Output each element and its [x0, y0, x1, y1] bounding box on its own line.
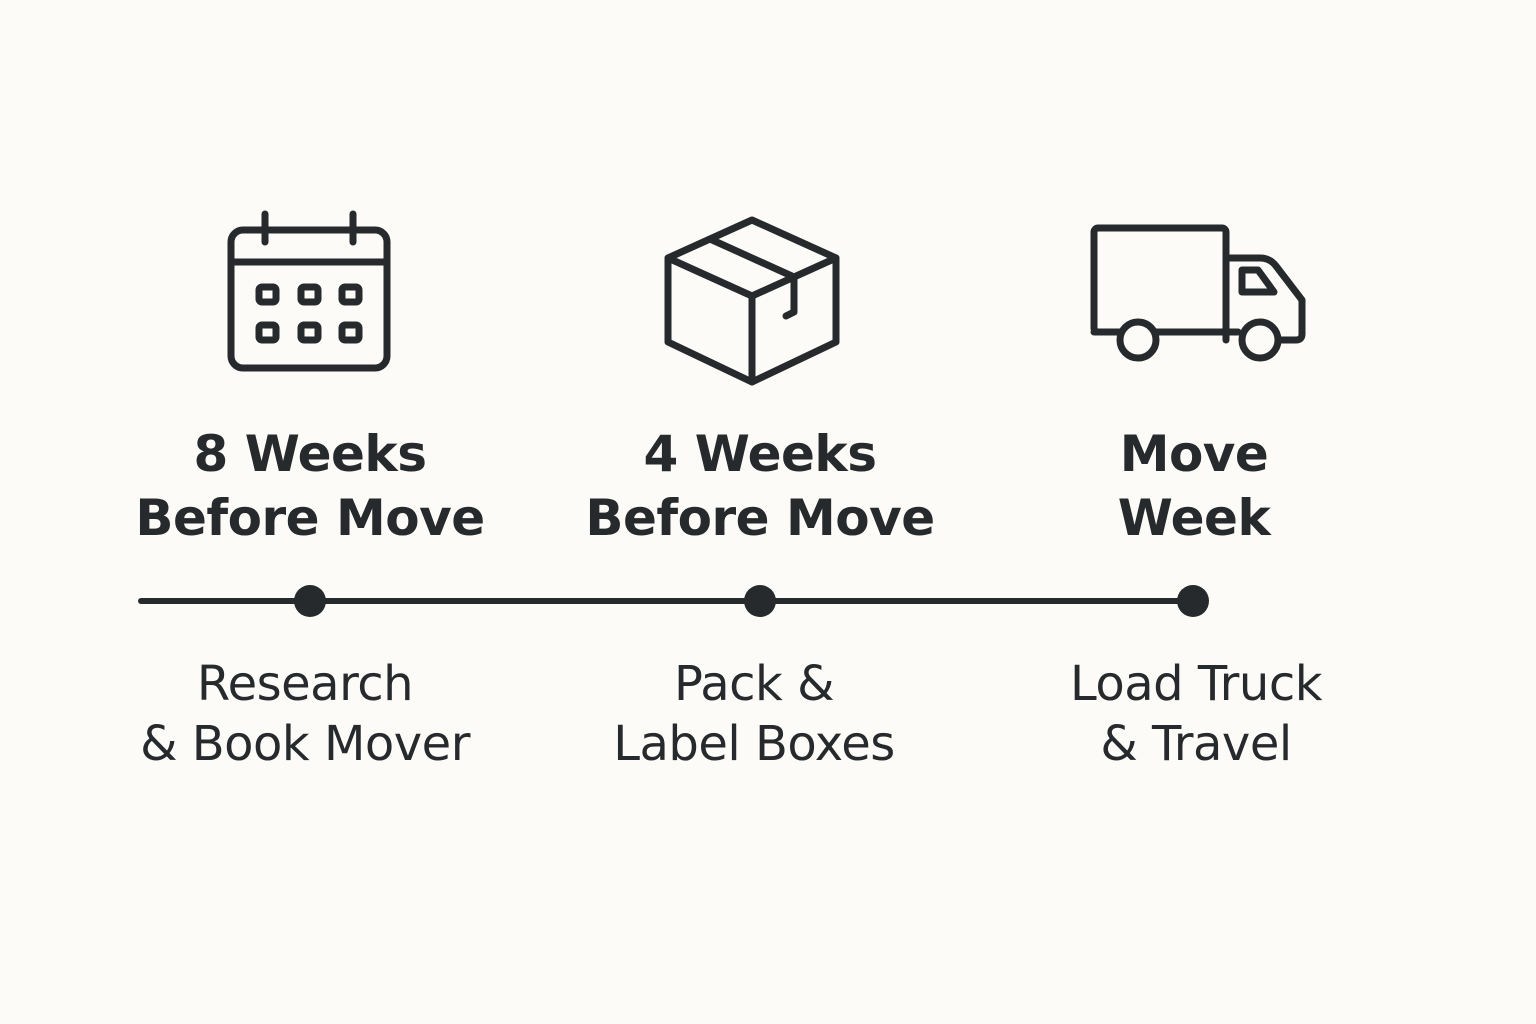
timeline-line — [138, 598, 1200, 604]
truck-icon — [1088, 222, 1312, 366]
stage-1-title: 8 Weeks Before Move — [80, 422, 540, 550]
stage-3-title-line1: Move — [1119, 425, 1269, 483]
stage-3-description: Load Truck & Travel — [966, 654, 1426, 774]
timeline-dot-1 — [294, 585, 326, 617]
stage-2-desc-line1: Pack & — [673, 656, 835, 712]
stage-1-description: Research & Book Mover — [75, 654, 535, 774]
stage-3-title-line2: Week — [1117, 489, 1271, 547]
stage-1-desc-line1: Research — [196, 656, 414, 712]
stage-1-title-line1: 8 Weeks — [193, 425, 427, 483]
calendar-icon — [226, 208, 394, 378]
stage-2-title-line2: Before Move — [585, 489, 935, 547]
timeline-dot-2 — [744, 585, 776, 617]
stage-1-desc-line2: & Book Mover — [140, 716, 470, 772]
stage-2-desc-line2: Label Boxes — [613, 716, 895, 772]
stage-1-title-line2: Before Move — [135, 489, 485, 547]
timeline-dot-3 — [1177, 585, 1209, 617]
stage-2-title-line1: 4 Weeks — [643, 425, 877, 483]
stage-3-desc-line1: Load Truck — [1069, 656, 1323, 712]
stage-2-description: Pack & Label Boxes — [524, 654, 984, 774]
stage-2-title: 4 Weeks Before Move — [530, 422, 990, 550]
stage-3-title: Move Week — [964, 422, 1424, 550]
box-icon — [662, 214, 844, 388]
stage-3-desc-line2: & Travel — [1100, 716, 1292, 772]
